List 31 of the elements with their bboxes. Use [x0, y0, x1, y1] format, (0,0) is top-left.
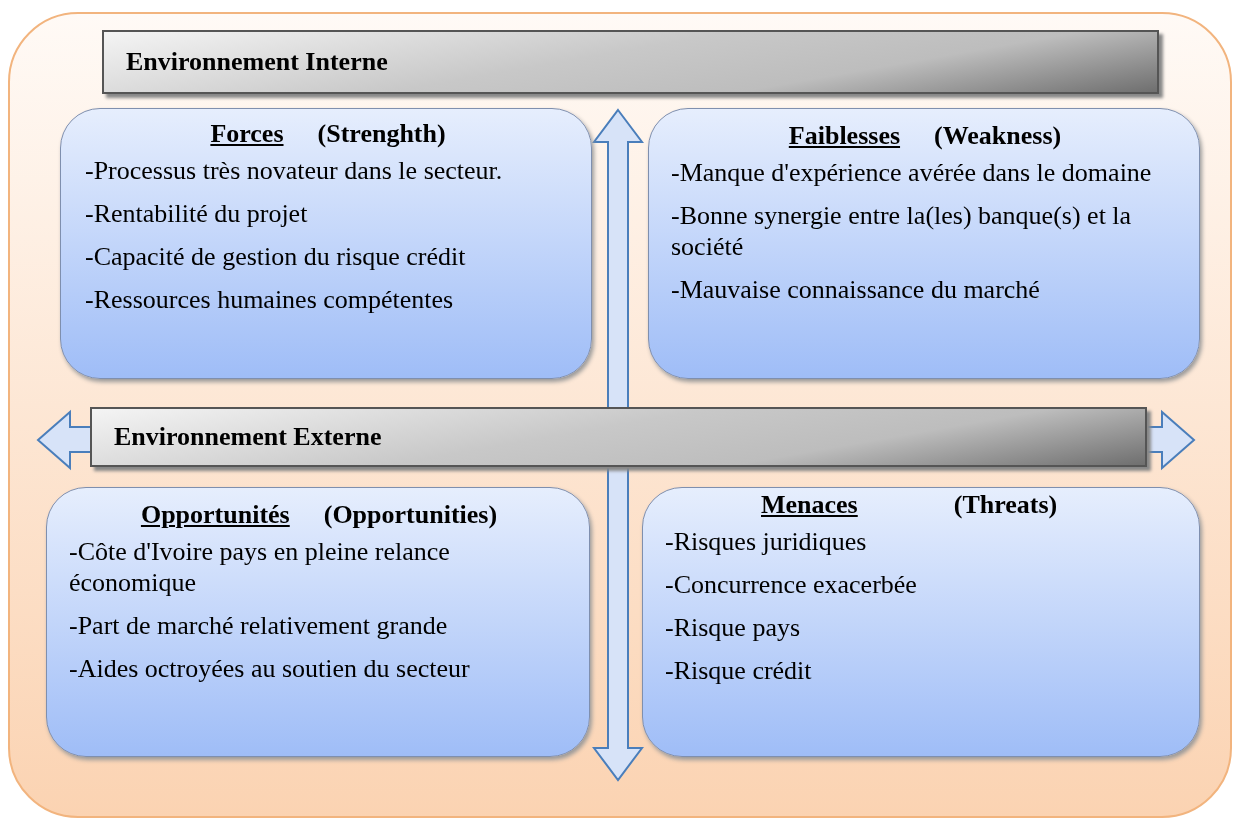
- quadrant-title: Forces: [210, 119, 284, 149]
- quadrant-subtitle: (Strenghth): [317, 119, 446, 149]
- quadrant-title: Faiblesses: [788, 121, 901, 151]
- quadrant-subtitle: (Threats): [953, 490, 1058, 520]
- header-bar: [90, 407, 1147, 467]
- bullet-text: -Rentabilité du projet: [85, 198, 309, 229]
- bullet-text: -Manque d'expérience avérée dans le domaine: [671, 157, 1153, 188]
- section-title: Environnement Externe: [114, 422, 382, 452]
- quadrant-subtitle: (Weakness): [934, 121, 1062, 151]
- bullet-text: -Risque crédit: [665, 655, 813, 686]
- bullet-text: -Bonne synergie entre la(les) banque(s) et la société: [671, 200, 1133, 262]
- quadrant-title: Menaces: [761, 490, 858, 520]
- bullet-text: -Concurrence exacerbée: [665, 569, 918, 600]
- quadrant-card: [642, 487, 1200, 757]
- section-title: Environnement Interne: [126, 47, 388, 77]
- quadrant-subtitle: (Opportunities): [323, 500, 498, 530]
- bullet-text: -Part de marché relativement grande: [69, 610, 449, 641]
- bullet-text: -Risques juridiques: [665, 526, 868, 557]
- bullet-text: -Côte d'Ivoire pays en pleine relance économique: [69, 536, 451, 598]
- bullet-text: -Processus très novateur dans le secteur.: [85, 155, 504, 186]
- bullet-text: -Risque pays: [665, 612, 802, 643]
- header-bar: [102, 30, 1159, 94]
- quadrant-title: Opportunités: [140, 500, 290, 530]
- bullet-text: -Capacité de gestion du risque crédit: [85, 241, 467, 272]
- bullet-text: -Ressources humaines compétentes: [85, 284, 455, 315]
- quadrant-card: [60, 108, 592, 379]
- background-panel: [8, 12, 1232, 818]
- bullet-text: -Aides octroyées au soutien du secteur: [69, 653, 471, 684]
- quadrant-card: [46, 487, 590, 757]
- quadrant-card: [648, 108, 1200, 379]
- bullet-text: -Mauvaise connaissance du marché: [671, 274, 1041, 305]
